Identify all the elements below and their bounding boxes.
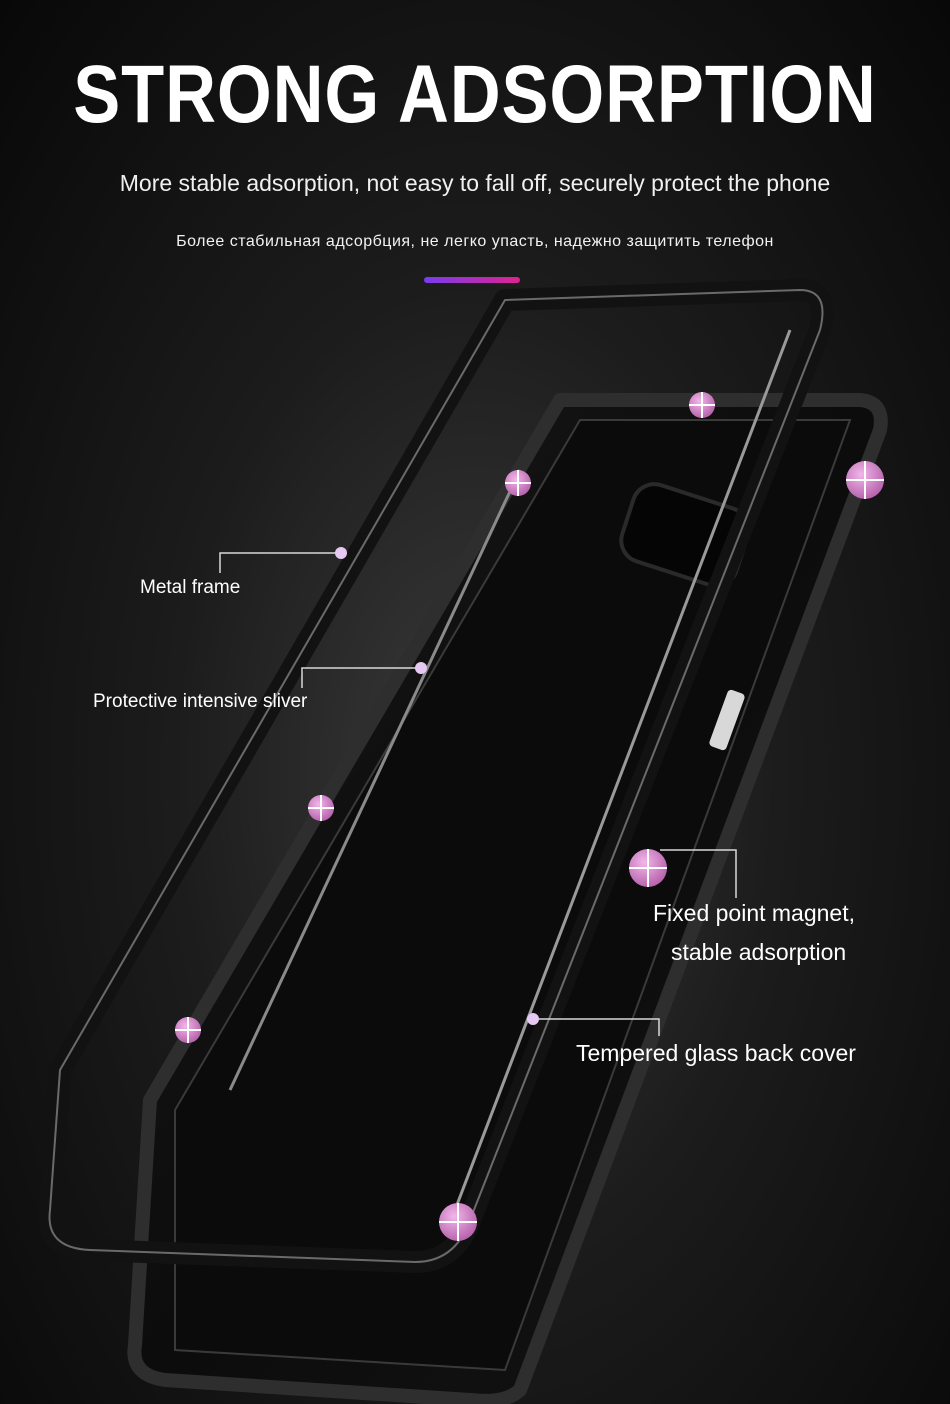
magnet-marker-icon xyxy=(629,849,667,887)
subtitle-english: More stable adsorption, not easy to fall… xyxy=(119,170,831,196)
headline: STRONG ADSORPTION xyxy=(73,49,877,140)
magnet-marker-icon xyxy=(689,392,715,418)
metal-frame-shape xyxy=(38,279,834,1273)
leader-line-metal-frame xyxy=(219,552,340,573)
callout-metal-frame: Metal frame xyxy=(140,577,241,598)
leader-dot xyxy=(415,662,427,674)
leader-line-magnet xyxy=(660,849,737,898)
magnet-marker-icon xyxy=(846,461,884,499)
leader-lines xyxy=(219,552,737,1036)
subtitle-russian: Более стабильная адсорбция, не легко упа… xyxy=(176,233,774,250)
callout-glass-back: Tempered glass back cover xyxy=(576,1040,856,1066)
side-button xyxy=(709,689,745,751)
leader-dots xyxy=(335,547,539,1025)
leader-line-sliver xyxy=(301,667,420,688)
leader-line-glass xyxy=(535,1018,660,1036)
silver-edge xyxy=(228,469,522,1091)
leader-dot xyxy=(527,1013,539,1025)
callout-protective-sliver: Protective intensive sliver xyxy=(93,691,308,712)
leader-dot xyxy=(335,547,347,559)
magnet-marker-icon xyxy=(505,470,531,496)
callout-magnet-line2: stable adsorption xyxy=(671,939,847,965)
magnet-marker-icon xyxy=(175,1017,201,1043)
accent-bar xyxy=(424,277,520,283)
magnet-markers xyxy=(175,392,884,1241)
magnet-marker-icon xyxy=(308,795,334,821)
callout-magnet-line1: Fixed point magnet, xyxy=(653,900,856,926)
magnet-marker-icon xyxy=(439,1203,477,1241)
